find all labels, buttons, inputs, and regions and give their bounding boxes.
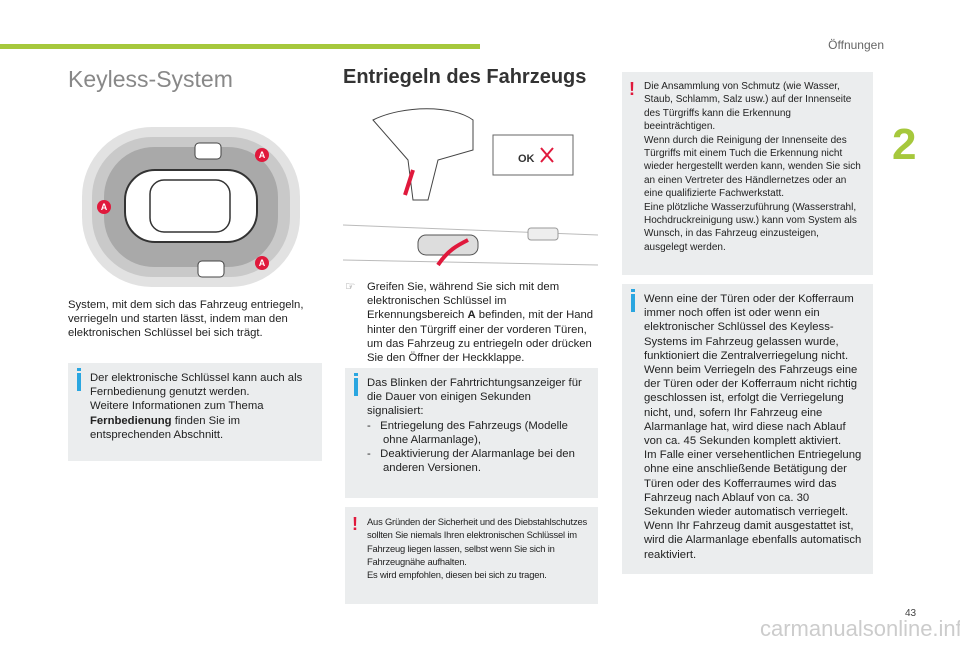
info-box: Der elektronische Schlüssel kann auch al… xyxy=(68,363,322,461)
page-title: Keyless-System xyxy=(68,66,233,92)
chapter-number: 2 xyxy=(892,120,917,169)
zone-label: A xyxy=(259,258,266,268)
intro-text: System, mit dem sich das Fahrzeug entrie… xyxy=(68,299,304,340)
ok-label: OK xyxy=(518,153,535,165)
warning-icon: ! xyxy=(352,514,358,534)
warning-box: ! Die Ansammlung von Schmutz (wie Wasser… xyxy=(622,72,873,275)
info-box: Wenn eine der Türen oder der Kofferraum … xyxy=(622,284,873,574)
pointing-hand-icon: ☞ xyxy=(345,281,356,293)
keyless-zone-illustration: A A A xyxy=(82,127,300,287)
section-heading: Entriegeln des Fahrzeugs xyxy=(343,66,587,88)
zone-label: A xyxy=(101,202,108,212)
section-title: Öffnungen xyxy=(828,38,884,52)
door-handle-illustration: OK xyxy=(343,108,598,267)
zone-label: A xyxy=(259,150,266,160)
instruction-step: ☞ Greifen Sie, während Sie sich mit dem … xyxy=(345,281,594,365)
chapter-color-bar xyxy=(0,44,480,49)
warning-box: ! Aus Gründen der Sicherheit und des Die… xyxy=(345,507,598,604)
page-number: 43 xyxy=(905,608,917,619)
info-icon xyxy=(354,373,358,396)
warning-icon: ! xyxy=(629,79,635,99)
info-box: Das Blinken der Fahrtrichtungsanzeiger f… xyxy=(345,368,598,498)
watermark: carmanualsonline.info xyxy=(760,616,960,641)
info-icon xyxy=(77,368,81,391)
info-icon xyxy=(631,289,635,312)
